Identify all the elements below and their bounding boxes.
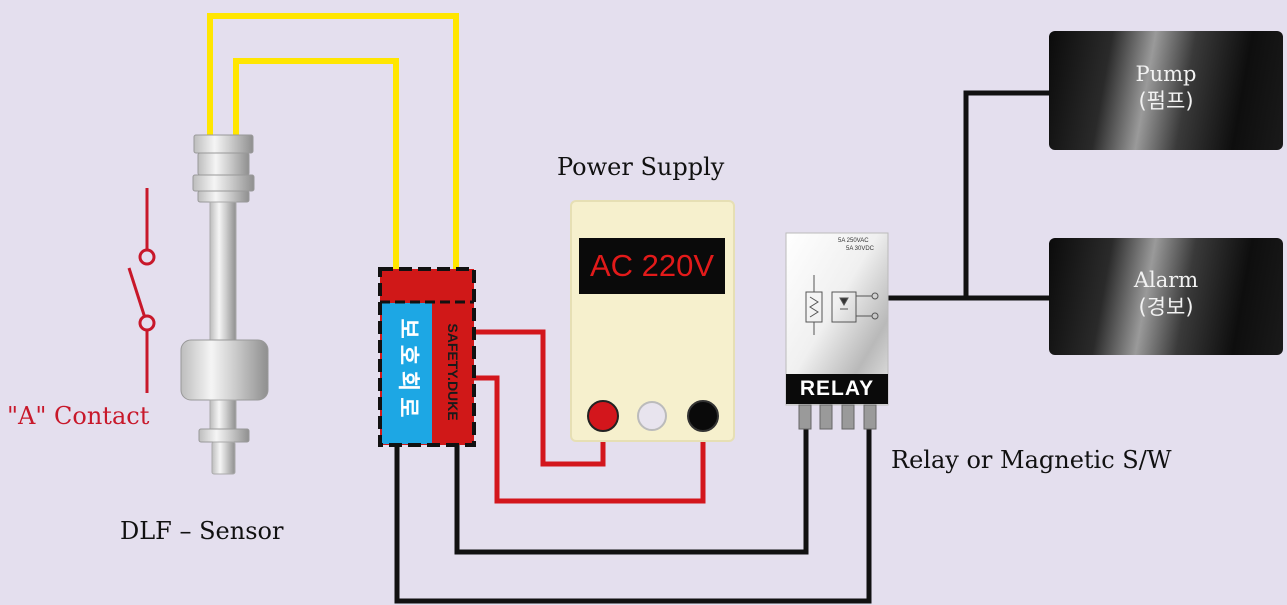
signal-wires [394, 90, 1050, 604]
protection-circuit [378, 267, 476, 447]
power-wire-negative [467, 375, 706, 504]
sensor-nut-low [192, 174, 255, 192]
relay-caption: Relay or Magnetic S/W [891, 446, 1172, 474]
relay-pin [863, 404, 877, 430]
protection-brand-label: SAFETY.DUKE [445, 323, 461, 421]
signal-wire-b [394, 426, 872, 604]
protection-korean-label: 보호회로 [395, 318, 420, 424]
dlf-sensor [180, 134, 269, 475]
terminal-white [637, 401, 667, 431]
relay-spec-1: 5A 250VAC [838, 238, 869, 244]
power-supply-display [579, 238, 725, 294]
sensor-stem [209, 201, 237, 343]
alarm-box: Alarm (경보) [1049, 238, 1283, 355]
protection-label-panel [382, 303, 432, 444]
output-wire-pump [963, 90, 1050, 298]
contact-label: "A" Contact [7, 402, 150, 430]
relay-pin [819, 404, 833, 430]
sensor-caption: DLF – Sensor [120, 517, 284, 545]
power-supply [570, 200, 735, 442]
pump-box: Pump (펌프) [1049, 31, 1283, 150]
power-wires [467, 329, 706, 504]
relay-tag: RELAY [799, 377, 875, 400]
relay-pin [841, 404, 855, 430]
pump-label: Pump [1135, 62, 1197, 86]
terminal-red [587, 400, 619, 432]
sensor-wire-outer [207, 13, 459, 272]
terminal-black [687, 400, 719, 432]
alarm-label: Alarm [1133, 268, 1199, 292]
protection-outline [378, 267, 476, 447]
sensor-float [180, 339, 269, 401]
sensor-wire-inner [233, 58, 399, 272]
sensor-wires [207, 13, 459, 272]
relay-schematic [805, 275, 879, 335]
sensor-stopper [198, 428, 250, 443]
voltage-display-text: AC 220V [589, 248, 715, 283]
relay-pin [798, 404, 812, 430]
sensor-tip [211, 441, 236, 475]
sensor-stem-lower [209, 399, 237, 431]
sensor-washer [197, 190, 250, 203]
signal-wire-a [454, 426, 809, 555]
relay-spec-2: 5A 30VDC [846, 246, 875, 252]
alarm-label-korean: (경보) [1138, 295, 1194, 319]
a-contact-symbol [127, 188, 156, 393]
relay [785, 232, 889, 430]
relay-pins [798, 404, 877, 430]
power-wire-positive [467, 329, 606, 467]
relay-tag-band [786, 374, 888, 404]
pump-label-korean: (펌프) [1138, 89, 1194, 113]
sensor-nut-mid [197, 152, 250, 176]
power-supply-label: Power Supply [557, 153, 725, 181]
sensor-nut-top [193, 134, 254, 154]
